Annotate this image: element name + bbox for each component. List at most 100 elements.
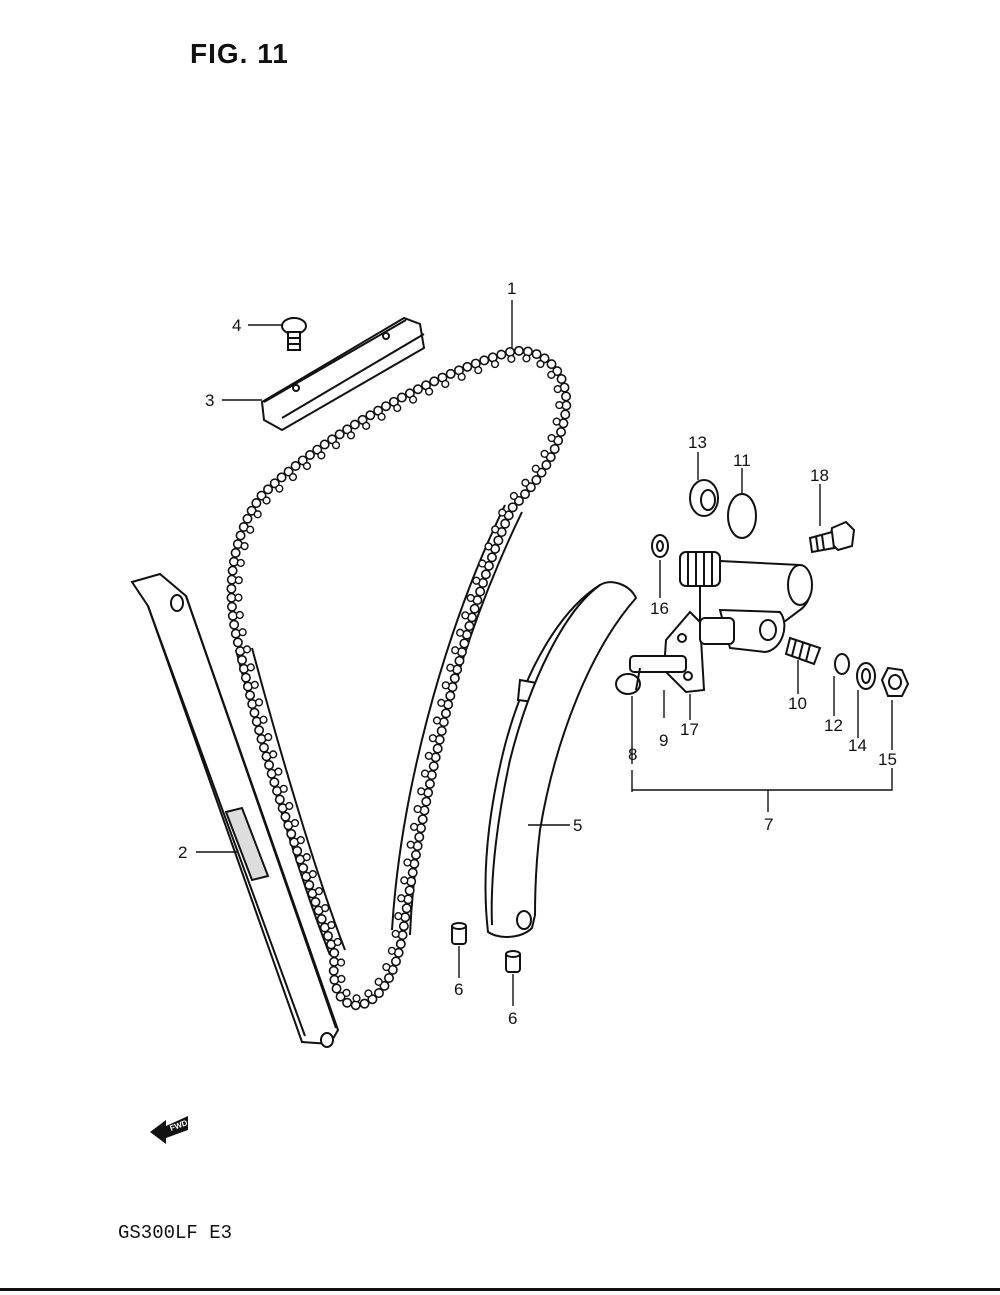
chain-link [230, 547, 241, 558]
chain-link [531, 475, 542, 486]
chain-link [480, 569, 491, 580]
chain-link [496, 349, 507, 360]
chain-link-inner [403, 858, 412, 867]
chain-link [430, 752, 441, 763]
chain-link-inner [509, 491, 518, 501]
chain-link [493, 535, 504, 546]
chain-link-inner [553, 385, 562, 394]
cam-chain-guide-top [260, 316, 426, 432]
chain-link [342, 997, 353, 1008]
cam-chain [226, 345, 572, 1011]
callout-11: 11 [733, 451, 751, 470]
chain-link-inner [250, 680, 259, 689]
figure-title: FIG. 11 [190, 38, 289, 69]
chain-link-inner [246, 525, 255, 534]
chain-link [412, 840, 423, 851]
chain-link [556, 427, 567, 438]
chain-link [513, 345, 524, 356]
chain-link [238, 663, 249, 674]
chain-link [436, 725, 447, 736]
chain-link [380, 401, 391, 412]
bottom-rule [0, 1288, 1000, 1291]
chain-tensioner-guide [484, 581, 638, 938]
callout-8: 8 [628, 745, 637, 764]
chain-link-inner [377, 412, 386, 421]
chain-link [274, 794, 285, 805]
chain-link-inner [552, 417, 561, 426]
chain-link-inner [425, 387, 434, 396]
chain-link-inner [242, 645, 252, 654]
callout-5: 5 [573, 816, 582, 835]
chain-link [500, 518, 511, 529]
chain-link [395, 938, 406, 949]
chain-link-inner [382, 962, 391, 972]
chain-link-inner [236, 558, 245, 568]
chain-link-inner [387, 946, 397, 955]
chain-link [230, 628, 241, 639]
chain-link [531, 349, 542, 360]
chain-link [227, 565, 238, 576]
chain-link [546, 359, 557, 370]
chain-link-inner [296, 836, 305, 845]
chain-link-inner [507, 354, 516, 363]
chain-link-inner [234, 576, 243, 585]
chain-link-inner [555, 400, 564, 410]
callout-17: 17 [680, 720, 699, 739]
chain-link [269, 777, 280, 788]
chain-link-inner [288, 472, 298, 482]
chain-link-inner [336, 958, 346, 967]
callout-9: 9 [659, 731, 668, 750]
chain-link-inner [234, 593, 243, 602]
chain-link [462, 361, 473, 372]
chain-link-inner [441, 681, 450, 690]
chain-link-inner [478, 559, 487, 568]
callout-15: 15 [878, 750, 897, 769]
chain-link-inner [461, 611, 470, 620]
chain-link [365, 410, 376, 421]
chain-link-inner [413, 804, 422, 814]
chain-link-inner [254, 698, 264, 707]
chain-link [397, 930, 408, 941]
chain-link [434, 734, 445, 745]
tensioner-washer [651, 534, 669, 558]
callout-labels: 1 2 3 4 5 6 6 7 8 9 10 11 12 13 14 15 16… [178, 279, 897, 1028]
chain-link [383, 973, 394, 984]
callout-4: 4 [232, 316, 241, 335]
chain-link [349, 419, 360, 430]
chain-link [258, 742, 269, 753]
chain-link [342, 424, 353, 435]
chain-link [276, 472, 287, 483]
callout-14: 14 [848, 736, 867, 755]
chain-link-inner [337, 974, 346, 984]
chain-link [242, 513, 253, 524]
chain-link-inner [374, 977, 383, 986]
chain-link-inner [264, 733, 273, 742]
callout-1: 1 [507, 279, 516, 298]
chain-link [304, 450, 315, 461]
chain-link [549, 443, 560, 454]
chain-link [232, 637, 243, 648]
tensioner-bolt [808, 520, 856, 554]
tensioner-spring [784, 636, 822, 666]
chain-link-inner [531, 464, 540, 473]
chain-link [421, 796, 432, 807]
chain-link-inner [302, 461, 312, 471]
lock-nut [880, 666, 910, 697]
chain-link [235, 530, 246, 541]
chain-link-inner [424, 751, 433, 760]
chain-link [286, 828, 297, 839]
chain-link [373, 988, 384, 999]
chain-link-inner [498, 508, 507, 517]
chain-link-inner [279, 784, 288, 793]
chain-link [316, 913, 327, 924]
chain-link [486, 552, 497, 563]
callout-2: 2 [178, 843, 187, 862]
chain-link-inner [333, 937, 342, 947]
chain-link-inner [420, 769, 430, 778]
chain-link-inner [259, 715, 268, 724]
chain-link [415, 823, 426, 834]
chain-link-inner [331, 441, 341, 450]
o-ring-small [834, 653, 850, 675]
